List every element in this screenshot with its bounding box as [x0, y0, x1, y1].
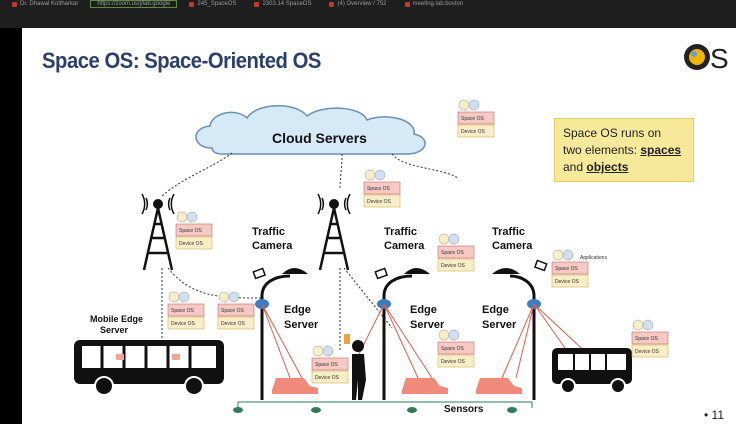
browser-tab-strip: Dr. Dhawal Koltharkar https://zoom.us/j/… [0, 0, 736, 28]
sensor-icon [311, 407, 321, 413]
tab-label: meeting.lab.boston [412, 1, 464, 7]
space-os-label: Space OS [635, 336, 658, 342]
device-os-label: Device OS [315, 375, 340, 381]
space-os-label: Space OS [179, 228, 202, 234]
cloud-icon [195, 105, 426, 155]
applications-label: Applications [580, 255, 607, 261]
callout-line-2: two elements: spaces [563, 142, 685, 159]
traffic-camera-label: Traffic [492, 226, 525, 238]
mobile-edge-server-label: Mobile Edge [90, 314, 143, 324]
tab-favicon-icon [12, 1, 17, 7]
edge-server-label: Server [482, 319, 517, 331]
device-os-label: Device OS [441, 359, 466, 365]
os-stack-icon: Space OS Device OS Space OS Device OS Sp… [167, 99, 669, 384]
car-icon [272, 378, 522, 394]
device-os-label: Device OS [635, 349, 660, 355]
tab-favicon-icon [329, 1, 335, 7]
space-os-label: Space OS [441, 346, 464, 352]
space-os-label: Space OS [171, 308, 194, 314]
street-light-icon [260, 274, 536, 400]
device-os-label: Device OS [221, 321, 246, 327]
tower-antenna-icon [141, 193, 351, 215]
browser-tab[interactable]: meeting.lab.boston [399, 0, 470, 8]
browser-tab[interactable]: Dr. Dhawal Koltharkar [6, 0, 84, 8]
traffic-camera-label: Camera [384, 240, 425, 252]
tab-favicon-icon [254, 1, 260, 7]
space-os-label: Space OS [461, 116, 484, 122]
traffic-camera-label: Camera [492, 240, 533, 252]
tab-favicon-icon [189, 1, 195, 7]
space-os-label: Space OS [367, 186, 390, 192]
edge-server-label: Edge [482, 304, 509, 316]
space-os-label: Space OS [555, 266, 578, 272]
tab-label: (4) Overview / 752 [337, 1, 387, 7]
device-os-label: Device OS [555, 279, 580, 285]
person-with-phone-icon [344, 334, 366, 400]
callout-objects: objects [586, 160, 629, 174]
van-icon [552, 348, 632, 394]
tab-label: 245_SpaceOS [197, 1, 237, 7]
presentation-slide: Space OS: Space-Oriented OS S Space OS r… [22, 28, 736, 424]
edge-server-label: Edge [410, 304, 437, 316]
sensor-network [233, 401, 533, 413]
space-os-label: Space OS [315, 362, 338, 368]
edge-server-label: Edge [284, 304, 311, 316]
browser-tab[interactable]: 245_SpaceOS [183, 0, 242, 8]
cloud-servers-label: Cloud Servers [272, 130, 367, 146]
tab-favicon-icon [404, 1, 410, 7]
traffic-camera-label: Traffic [252, 226, 285, 238]
logo-text: S [710, 43, 729, 74]
callout-and: and [563, 160, 587, 174]
slide-title: Space OS: Space-Oriented OS [42, 48, 321, 73]
device-os-label: Device OS [441, 263, 466, 269]
space-os-logo-icon: S [684, 43, 729, 74]
space-os-label: Space OS [221, 308, 244, 314]
browser-tab[interactable]: 2303.14 SpaceOS [248, 0, 317, 8]
callout-spaces: spaces [640, 143, 682, 157]
browser-tab[interactable]: (4) Overview / 752 [323, 0, 392, 8]
bus-icon [74, 340, 224, 396]
space-os-diagram: Cloud Servers Traffic Camera Traffic Cam… [74, 99, 669, 415]
cell-tower-icon [142, 207, 350, 271]
traffic-camera-label: Traffic [384, 226, 417, 238]
device-os-label: Device OS [171, 321, 196, 327]
browser-tab-active[interactable]: https://zoom.us/j/lab.google [90, 0, 178, 8]
sensor-icon [507, 407, 517, 413]
sensors-label: Sensors [444, 404, 484, 415]
callout-line-1: Space OS runs on [563, 126, 662, 140]
sensor-icon [407, 407, 417, 413]
page-number: • 11 [704, 408, 724, 422]
traffic-camera-label: Camera [252, 240, 293, 252]
tab-label: https://zoom.us/j/lab.google [97, 1, 171, 7]
callout-box: Space OS runs on two elements: spaces an… [554, 118, 694, 182]
device-os-label: Device OS [179, 241, 204, 247]
device-os-label: Device OS [461, 129, 486, 135]
tab-label: Dr. Dhawal Koltharkar [20, 1, 79, 7]
sensor-icon [233, 407, 243, 413]
edge-server-label: Server [410, 319, 445, 331]
edge-server-label: Server [284, 319, 319, 331]
callout-prefix: two elements: [563, 143, 641, 157]
device-os-label: Device OS [367, 199, 392, 205]
camera-head-icon [252, 259, 548, 280]
mobile-edge-server-label: Server [100, 325, 129, 335]
callout-line-3: and objects [563, 159, 685, 176]
tab-label: 2303.14 SpaceOS [262, 1, 312, 7]
space-os-label: Space OS [441, 250, 464, 256]
